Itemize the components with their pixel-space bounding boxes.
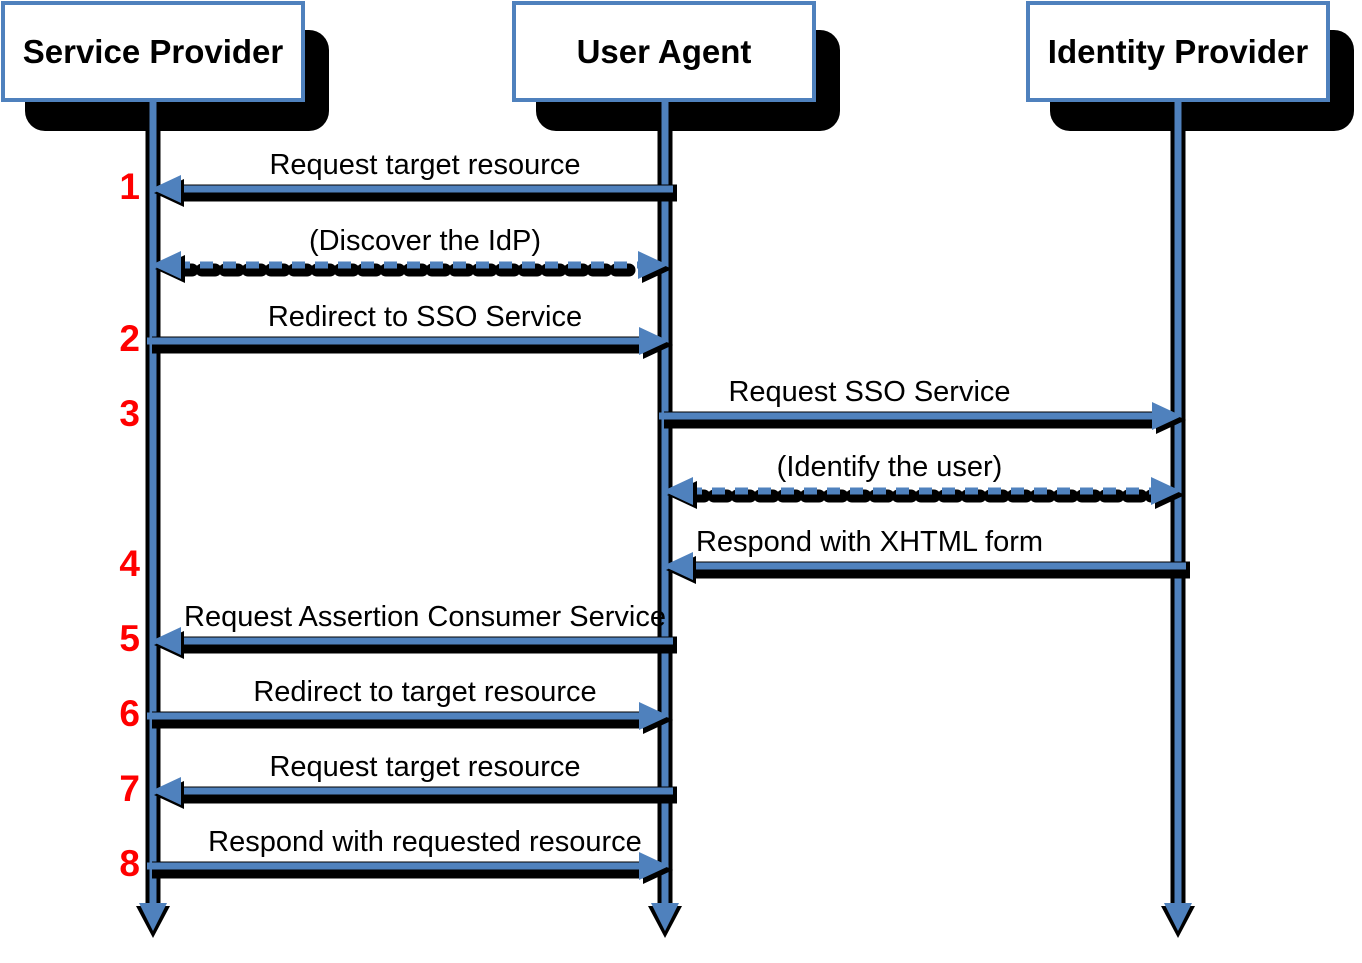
step-number: 3 [119,393,140,434]
message-label: Request target resource [269,149,581,181]
step-number: 2 [119,318,140,359]
step-number: 5 [119,618,140,659]
message-arrow-3-head-icon [639,327,669,355]
message-arrow-10-head-icon [639,852,669,880]
message-label: Request Assertion Consumer Service [184,601,666,633]
message-arrow-7-head-icon [151,627,181,655]
lifeline-end-arrow-icon [651,903,679,931]
message-arrow-4-head-icon [1152,402,1182,430]
message-label: Request SSO Service [728,376,1011,408]
message-label: (Identify the user) [776,451,1003,483]
message-arrow-2-head-icon [638,251,668,279]
step-number: 8 [119,843,140,884]
actor-label: Service Provider [22,32,284,70]
step-number: 6 [119,693,140,734]
message-label: Redirect to SSO Service [267,301,583,333]
actor-label: User Agent [576,32,752,70]
message-arrow-2-head-icon [151,251,181,279]
message-arrow-1-head-icon [151,175,181,203]
message-arrow-6-head-icon [663,552,693,580]
message-label: (Discover the IdP) [308,225,542,257]
message-label: Respond with requested resource [208,826,642,858]
message-arrow-5-head-icon [663,477,693,505]
actor-box-service-provider: Service Provider [1,1,305,102]
step-number: 4 [119,543,140,584]
step-number: 7 [119,768,140,809]
message-arrow-8-head-icon [639,702,669,730]
message-arrow-9-head-icon [151,777,181,805]
message-label: Redirect to target resource [253,676,597,708]
lifeline-end-arrow-icon [1164,903,1192,931]
message-label: Request target resource [269,751,581,783]
step-number: 1 [119,166,140,207]
actor-label: Identity Provider [1047,32,1309,70]
message-arrow-5-head-icon [1151,477,1181,505]
actor-box-identity-provider: Identity Provider [1026,1,1330,102]
message-label: Respond with XHTML form [695,526,1044,558]
actor-box-user-agent: User Agent [512,1,816,102]
lifeline-end-arrow-icon [139,903,167,931]
